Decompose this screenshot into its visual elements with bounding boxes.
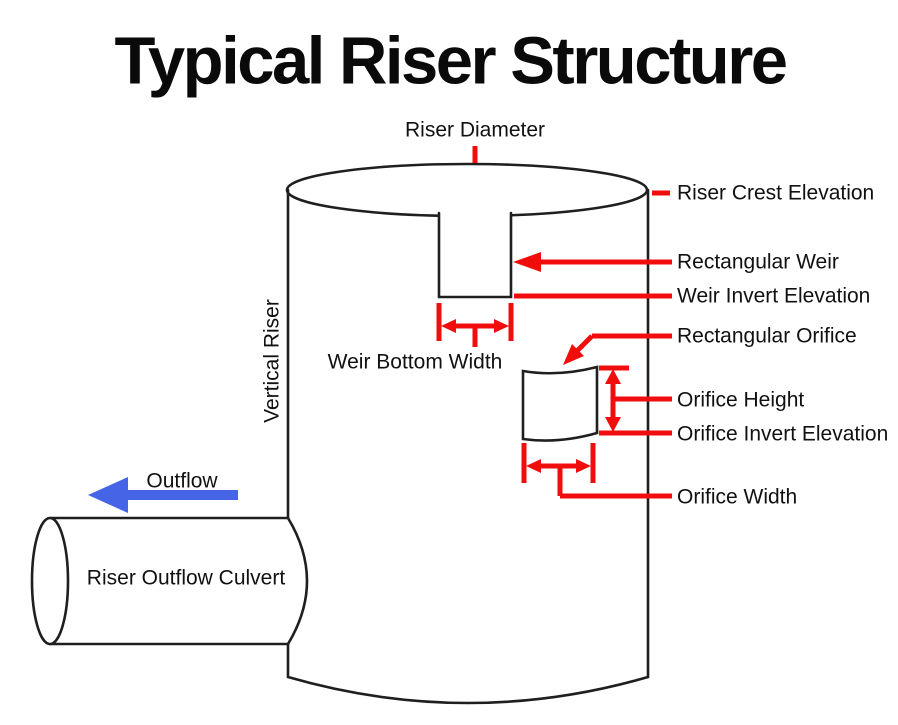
weir-width-arrowhead-right-icon (494, 319, 509, 333)
orifice-width-label: Orifice Width (677, 485, 798, 509)
rectangular-orifice (521, 365, 599, 442)
weir-invert-elevation-label: Weir Invert Elevation (677, 284, 871, 308)
weir-bottom-width-label: Weir Bottom Width (327, 350, 503, 374)
weir-arrowhead-icon (513, 252, 541, 272)
rectangular-weir-notch (437, 211, 513, 299)
orifice-height-arrowhead-up-icon (605, 369, 621, 384)
orifice-pointer-arrowhead-icon (563, 344, 584, 365)
outflow-label: Outflow (146, 469, 218, 493)
orifice-width-arrowhead-left-icon (526, 459, 541, 473)
page-title: Typical Riser Structure (114, 23, 788, 99)
orifice-invert-elevation-label: Orifice Invert Elevation (677, 422, 889, 446)
orifice-width-arrowhead-right-icon (576, 459, 591, 473)
culvert-riser-junction-bulge (286, 516, 309, 646)
outflow-arrow-icon (88, 477, 238, 513)
orifice-height-label: Orifice Height (677, 388, 805, 412)
orifice-leader-diagonal (575, 334, 594, 353)
rectangular-weir-label: Rectangular Weir (677, 250, 839, 274)
rectangular-orifice-label: Rectangular Orifice (677, 324, 857, 348)
vertical-riser-label: Vertical Riser (260, 299, 284, 423)
orifice-height-arrowhead-down-icon (605, 417, 621, 432)
riser-outflow-culvert-label: Riser Outflow Culvert (86, 566, 286, 590)
culvert-open-end (30, 516, 70, 646)
riser-crest-elevation-label: Riser Crest Elevation (677, 181, 875, 205)
weir-width-arrowhead-left-icon (441, 319, 456, 333)
riser-diameter-label: Riser Diameter (404, 118, 546, 142)
riser-bottom-arc (286, 675, 650, 705)
riser-crest-ellipse (285, 162, 649, 218)
